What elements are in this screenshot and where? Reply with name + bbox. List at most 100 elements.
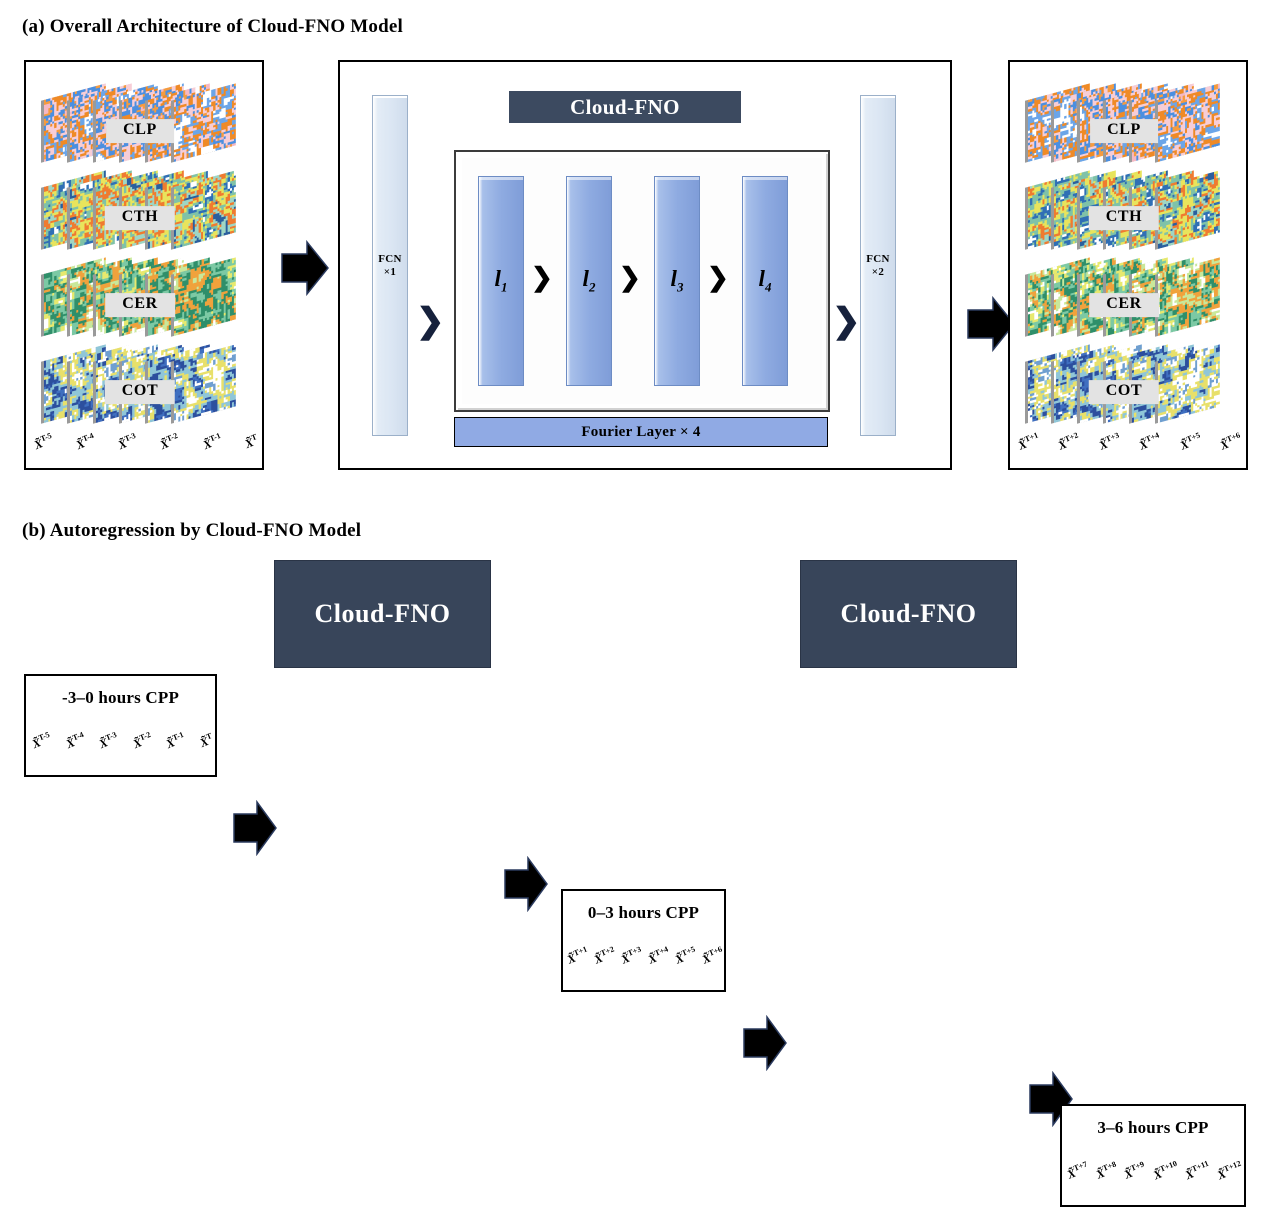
- stack-slot-clp: CLP: [44, 83, 236, 162]
- stack-slot-cth: CTH: [1028, 170, 1220, 249]
- arrow-right-icon: [967, 295, 1015, 353]
- output-timestep-labels: X̃T+1 X̃T+2 X̃T+3 X̃T+4 X̃T+5 X̃T+6: [1016, 430, 1242, 452]
- timestep-label: X̃T+5: [1177, 430, 1203, 453]
- chevron-after-encoder: ❯: [416, 303, 445, 340]
- stack-label-cer: CER: [105, 293, 175, 317]
- timestep-label: X̃T: [197, 731, 215, 751]
- image-stack-clp: CLP: [44, 83, 236, 162]
- timestep-label: X̃T+11: [1183, 1159, 1213, 1183]
- input-panel: CLP CTH CER COT X̃T-5 X̃T-4 X̃T-3 X̃T-2 X̃T-1 X̃…: [24, 60, 264, 470]
- timestep-label: X̃T+6: [1218, 430, 1244, 453]
- panel-b-caption: (b) Autoregression by Cloud-FNO Model: [22, 520, 362, 541]
- fcn-encoder-block: FCN ×1: [372, 95, 408, 436]
- stack-slot-cer: CER: [1028, 257, 1220, 336]
- stack-slot-cot: COT: [44, 344, 236, 423]
- timestep-superscript: T+11: [1190, 1158, 1210, 1174]
- chevron-before-decoder: ❯: [832, 303, 861, 340]
- cpp-title-0: -3–0 hours CPP: [61, 688, 180, 707]
- timestep-label: X̃T+4: [1137, 430, 1163, 453]
- stack-slot-cth: CTH: [44, 170, 236, 249]
- autoregression-model-2: Cloud-FNO: [800, 560, 1017, 668]
- timestep-label: X̃T+5: [673, 944, 699, 967]
- timestep-label: X̃T+2: [1056, 430, 1082, 453]
- image-stack-cot: COT: [44, 344, 236, 423]
- timestep-label: X̃T+1: [565, 944, 591, 967]
- model-panel: Cloud-FNO FCN ×1 ❯ l1❯l2❯l3❯l4 ❯ FCN ×2 …: [338, 60, 952, 470]
- image-stack-cer: CER: [1028, 257, 1220, 336]
- stack-label-cth: CTH: [104, 206, 176, 230]
- arrow-step1-to-model2: [742, 1014, 788, 1072]
- fourier-layer-label-1: l1: [494, 266, 508, 295]
- autoregression-model-1: Cloud-FNO: [274, 560, 491, 668]
- timestep-label: X̃T-2: [158, 431, 182, 453]
- fourier-layer-2: l2: [566, 176, 612, 386]
- timestep-label: X̃T-4: [74, 431, 98, 453]
- timestep-label: X̃T+3: [1097, 430, 1123, 453]
- timestep-label: X̃T-5: [32, 431, 56, 453]
- cpp-title-2: 3–6 hours CPP: [1097, 1118, 1209, 1137]
- stack-label-cth: CTH: [1088, 206, 1160, 230]
- image-stack-cot: COT: [1028, 344, 1220, 423]
- stack-label-clp: CLP: [1090, 119, 1158, 143]
- timestep-label: X̃T-1: [200, 431, 224, 453]
- timestep-label: X̃T+10: [1150, 1159, 1180, 1184]
- panel-a-caption: (a) Overall Architecture of Cloud-FNO Mo…: [22, 16, 403, 37]
- cpp-title-1: 0–3 hours CPP: [587, 903, 700, 922]
- arrow-step0-to-model1: [232, 799, 278, 857]
- fourier-layer-label-2: l2: [582, 266, 596, 295]
- fourier-layer-4: l4: [742, 176, 788, 386]
- stack-label-clp: CLP: [106, 119, 174, 143]
- stack-label-cot: COT: [1088, 380, 1160, 404]
- timestep-label: X̃T+1: [1016, 430, 1042, 453]
- timestep-label: X̃T+3: [619, 944, 645, 967]
- stack-slot-cot: COT: [1028, 344, 1220, 423]
- image-stack-cth: CTH: [44, 170, 236, 249]
- arrow-model-to-output: [966, 295, 1016, 353]
- stack-label-cer: CER: [1089, 293, 1159, 317]
- image-stack-clp: CLP: [1028, 83, 1220, 162]
- timestep-label: X̃T+9: [1122, 1159, 1148, 1182]
- timestep-label: X̃T+7: [1065, 1159, 1091, 1182]
- chevron-layer-1: ❯: [531, 263, 553, 292]
- image-stack-cth: CTH: [1028, 170, 1220, 249]
- timestep-label: X̃T+8: [1093, 1159, 1119, 1182]
- stack-slot-clp: CLP: [1028, 83, 1220, 162]
- timestep-label: X̃T: [242, 432, 260, 452]
- arrow-right-icon: [233, 799, 277, 857]
- fourier-layer-bar: Fourier Layer × 4: [454, 417, 828, 447]
- stack-slot-cer: CER: [44, 257, 236, 336]
- timestep-label: X̃T+12: [1215, 1159, 1245, 1184]
- timestep-label: X̃T-3: [116, 431, 140, 453]
- image-stack-cer: CER: [44, 257, 236, 336]
- chevron-layer-3: ❯: [707, 263, 729, 292]
- fourier-layer-3: l3: [654, 176, 700, 386]
- fourier-layer-columns: l1 ❯ l2 ❯ l3 ❯ l4: [456, 152, 828, 410]
- timestep-label: X̃T-4: [63, 730, 87, 752]
- timestep-label: X̃T-2: [130, 730, 154, 752]
- timestep-label: X̃T+4: [646, 944, 672, 967]
- chevron-layer-2: ❯: [619, 263, 641, 292]
- fcn-decoder-label: FCN ×2: [866, 252, 890, 278]
- arrow-input-to-model: [280, 239, 330, 297]
- fcn-encoder-label: FCN ×1: [378, 252, 402, 278]
- timestep-label: X̃T+2: [592, 944, 618, 967]
- timestep-label: X̃T-3: [97, 730, 121, 752]
- fourier-layer-1: l1: [478, 176, 524, 386]
- cloud-fno-header: Cloud-FNO: [509, 91, 741, 123]
- stack-label-cot: COT: [104, 380, 176, 404]
- arrow-right-icon: [504, 855, 548, 913]
- arrow-model1-to-step1: [503, 855, 549, 913]
- timestep-label: X̃T-1: [164, 730, 188, 752]
- timestep-label: X̃T+6: [700, 944, 726, 967]
- fourier-layer-label-3: l3: [670, 266, 684, 295]
- fourier-layer-frame: l1 ❯ l2 ❯ l3 ❯ l4: [454, 150, 830, 412]
- fourier-layer-label-4: l4: [758, 266, 772, 295]
- arrow-right-icon: [281, 239, 329, 297]
